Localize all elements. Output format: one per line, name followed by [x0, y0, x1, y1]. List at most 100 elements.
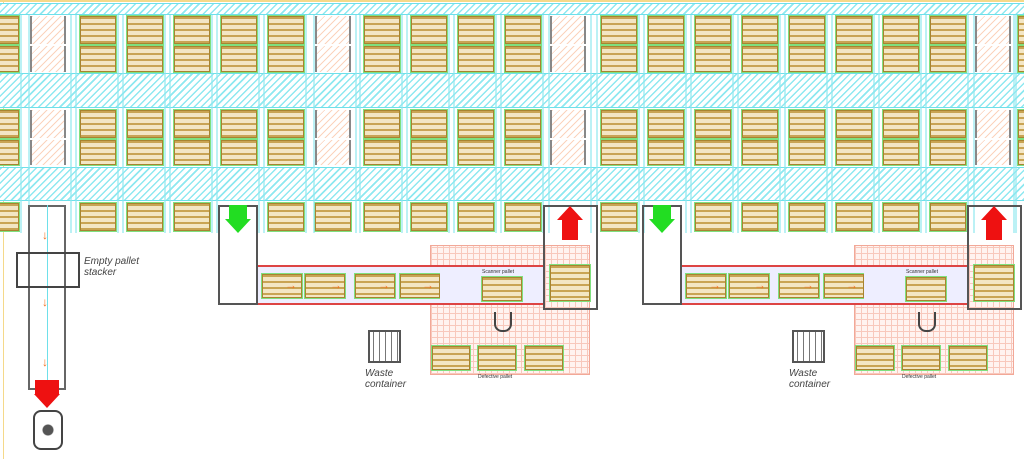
rack-pallet	[835, 109, 873, 139]
rack-upright	[500, 15, 544, 233]
rack-upright	[643, 15, 687, 233]
empty-rack-slot	[315, 46, 351, 72]
flow-arrow-icon: ↓	[42, 295, 48, 309]
rack-pallet	[220, 45, 258, 73]
outbound-arrow-icon	[557, 206, 583, 220]
rack-pallet	[267, 202, 305, 232]
rack-upright	[831, 15, 875, 233]
rack-upright	[1013, 15, 1024, 233]
rack-pallet	[410, 45, 448, 73]
rack-pallet	[457, 109, 495, 139]
rack-pallet	[600, 45, 638, 73]
empty-rack-slot	[30, 140, 66, 165]
rack-pallet	[835, 139, 873, 166]
waste-container-label: Waste container	[789, 368, 831, 390]
conveyor-pallet	[304, 273, 346, 299]
rack-pallet	[694, 15, 732, 45]
rack-pallet	[882, 139, 920, 166]
scanner-pallet-label: Scanner pallet	[906, 269, 938, 275]
defective-pallet	[477, 345, 517, 371]
rack-pallet	[741, 202, 779, 232]
rack-upright	[784, 15, 828, 233]
rack-pallet	[835, 15, 873, 45]
rack-pallet	[79, 139, 117, 166]
rack-pallet	[929, 139, 967, 166]
rack-upright	[973, 15, 1017, 233]
empty-rack-slot	[30, 46, 66, 72]
defective-pallet-label: Defective pallet	[478, 374, 513, 380]
scanner-pallet	[905, 276, 947, 302]
rack-pallet	[835, 45, 873, 73]
rack-pallet	[788, 202, 826, 232]
rack-pallet	[882, 45, 920, 73]
empty-rack-slot	[975, 46, 1011, 72]
rack-pallet	[363, 202, 401, 232]
conveyor-pallet	[823, 273, 865, 299]
outbound-arrow-icon	[35, 380, 59, 394]
rack-pallet	[0, 202, 20, 232]
rack-pallet	[647, 45, 685, 73]
flow-arrow-icon: →	[330, 278, 342, 292]
rack-pallet	[504, 15, 542, 45]
rack-pallet	[410, 109, 448, 139]
rack-upright	[169, 15, 213, 233]
rack-pallet	[600, 202, 638, 232]
outbound-arrow-icon	[981, 206, 1007, 220]
rack-pallet	[173, 109, 211, 139]
rack-pallet	[220, 139, 258, 166]
inbound-arrow-icon	[225, 219, 251, 233]
rack-pallet	[600, 15, 638, 45]
rack-pallet	[835, 202, 873, 232]
rack-upright	[453, 15, 497, 233]
rack-upright	[313, 15, 357, 233]
rack-pallet	[267, 139, 305, 166]
rack-pallet	[0, 15, 20, 45]
inbound-arrow-icon	[649, 219, 675, 233]
rack-pallet	[741, 109, 779, 139]
rack-pallet	[173, 139, 211, 166]
rack-pallet	[410, 139, 448, 166]
rack-pallet	[788, 15, 826, 45]
rack-pallet	[694, 45, 732, 73]
rack-upright	[28, 15, 72, 233]
rack-pallet	[1017, 109, 1024, 139]
rack-upright	[596, 15, 640, 233]
rack-upright	[216, 15, 260, 233]
rack-pallet	[1017, 139, 1024, 166]
empty-rack-slot	[975, 16, 1011, 44]
rack-pallet	[694, 109, 732, 139]
rack-pallet	[79, 109, 117, 139]
rack-pallet	[126, 139, 164, 166]
rack-pallet	[0, 139, 20, 166]
rack-pallet	[600, 139, 638, 166]
rack-pallet	[363, 45, 401, 73]
scanner-pallet	[481, 276, 523, 302]
rack-pallet	[126, 15, 164, 45]
drawing-border-top	[0, 0, 1024, 2]
conveyor-pallet	[778, 273, 820, 299]
rack-pallet	[929, 45, 967, 73]
rack-pallet	[600, 109, 638, 139]
rack-pallet	[173, 45, 211, 73]
rack-pallet	[788, 45, 826, 73]
rack-pallet	[647, 15, 685, 45]
rack-pallet	[741, 139, 779, 166]
rack-pallet	[126, 45, 164, 73]
rack-upright	[548, 15, 592, 233]
outbound-pallet	[549, 264, 591, 302]
rack-pallet	[363, 109, 401, 139]
stacker-centerline	[47, 205, 48, 395]
defective-pallet	[901, 345, 941, 371]
rack-pallet	[1017, 15, 1024, 45]
waste-container-icon	[792, 330, 825, 363]
rack-pallet	[882, 109, 920, 139]
flow-arrow-icon: →	[802, 278, 814, 292]
rack-pallet	[457, 139, 495, 166]
flow-arrow-icon: →	[846, 278, 858, 292]
empty-rack-slot	[30, 110, 66, 138]
empty-rack-slot	[975, 140, 1011, 165]
rack-pallet	[79, 15, 117, 45]
rack-pallet	[504, 109, 542, 139]
rack-upright	[0, 15, 22, 233]
rack-upright	[122, 15, 166, 233]
